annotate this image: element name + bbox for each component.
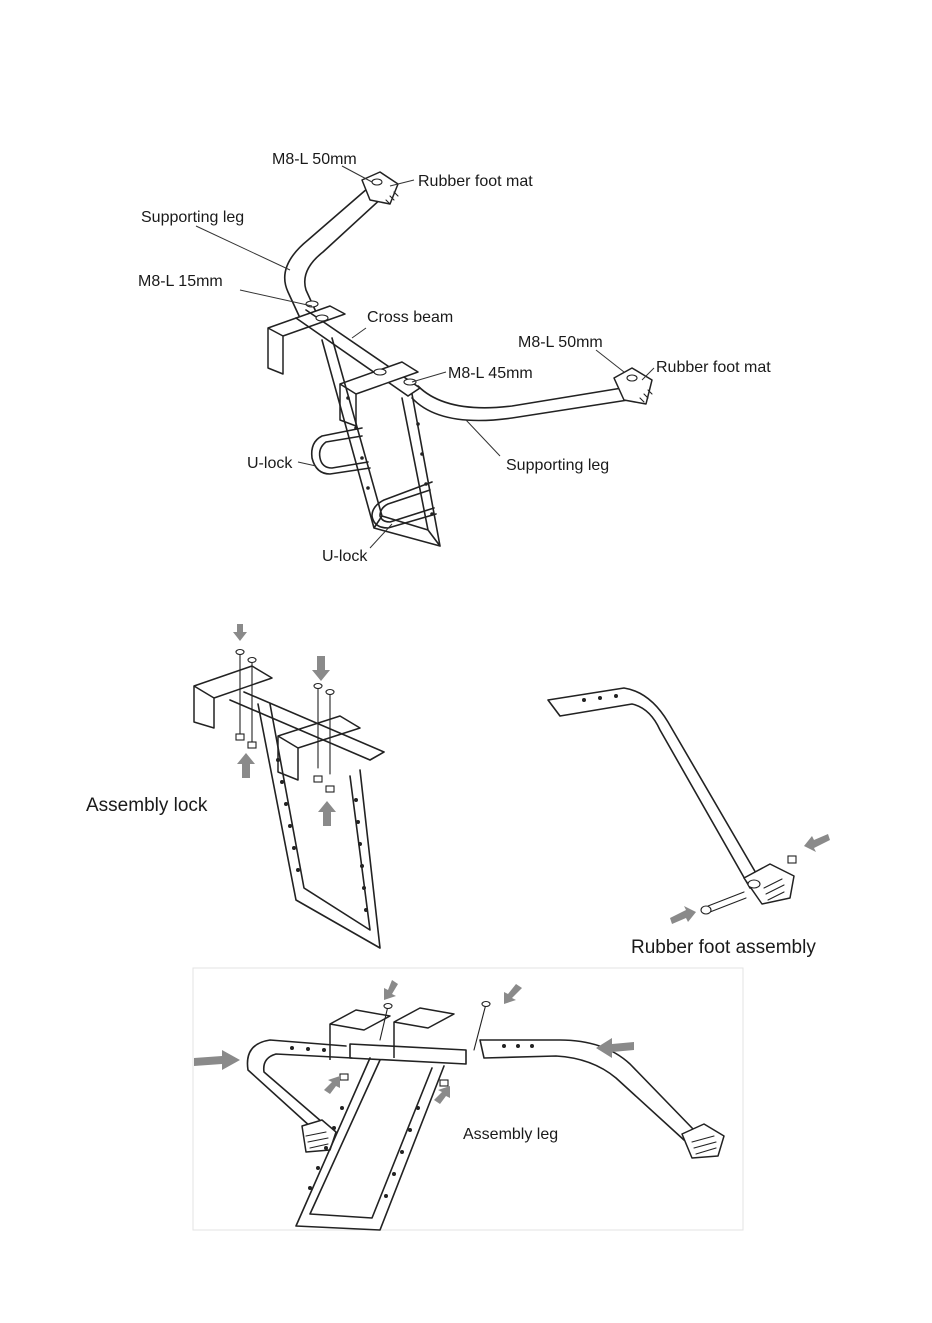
overview-diagram: M8-L 50mm Rubber foot mat Supporting leg… [138, 151, 771, 565]
label-cross-beam: Cross beam [367, 309, 453, 326]
u-lock-left-drawing [312, 428, 370, 474]
arrow-up-icon [318, 801, 336, 826]
assembly-lock-diagram: Assembly lock [86, 624, 384, 948]
leg-u-holes-drawing [290, 1046, 326, 1052]
arrow-down-icon [384, 980, 398, 1000]
assembly-leg-frame [193, 968, 743, 1230]
leader-lines [196, 166, 654, 548]
arrow-down-icon [312, 656, 330, 681]
leg-right-holes-drawing [502, 1044, 534, 1048]
label-m8-50mm-top: M8-L 50mm [272, 151, 357, 168]
assembly-leg-diagram: Assembly leg [193, 968, 743, 1230]
arrow-up-icon [237, 753, 255, 778]
caption-assembly-lock: Assembly lock [86, 795, 208, 816]
foot-leg-drawing [548, 688, 760, 888]
label-m8-50mm-right: M8-L 50mm [518, 334, 603, 351]
label-u-lock-left: U-lock [247, 455, 293, 472]
label-supporting-leg-right: Supporting leg [506, 457, 609, 474]
arrow-down-icon [233, 624, 247, 641]
leg-frame-holes-drawing [308, 1106, 420, 1198]
foot-pad-drawing [744, 864, 794, 904]
left-bracket-drawing [268, 306, 345, 374]
label-m8-45mm: M8-L 45mm [448, 365, 533, 382]
leg-brackets-drawing [330, 1008, 454, 1060]
arrow-down-icon [504, 984, 522, 1004]
rubber-foot-top-drawing [362, 172, 398, 204]
arrow-up-icon [324, 1076, 340, 1094]
arrow-right-icon [670, 906, 696, 924]
foot-leg-holes-drawing [582, 694, 618, 702]
rubber-foot-assembly-diagram: Rubber foot assembly [548, 688, 830, 958]
label-m8-15mm: M8-L 15mm [138, 273, 223, 290]
leg-cross-tube-drawing [350, 1044, 466, 1064]
label-rubber-foot-mat-right: Rubber foot mat [656, 359, 771, 376]
label-rubber-foot-mat-top: Rubber foot mat [418, 173, 533, 190]
leg-foot-right-drawing [682, 1124, 724, 1158]
label-u-lock-bottom: U-lock [322, 548, 368, 565]
caption-rubber-foot-assembly: Rubber foot assembly [631, 937, 816, 958]
supporting-leg-right-drawing [412, 386, 628, 421]
arrow-left-icon [596, 1038, 634, 1058]
rubber-foot-right-drawing [614, 368, 652, 404]
caption-assembly-leg: Assembly leg [463, 1126, 558, 1143]
leg-right-drawing [480, 1040, 694, 1140]
supporting-leg-left-drawing [285, 188, 384, 318]
arrow-right-icon [194, 1050, 240, 1070]
arrow-up-icon [434, 1086, 450, 1104]
arrow-left-icon [804, 834, 830, 852]
label-supporting-leg-left: Supporting leg [141, 209, 244, 226]
